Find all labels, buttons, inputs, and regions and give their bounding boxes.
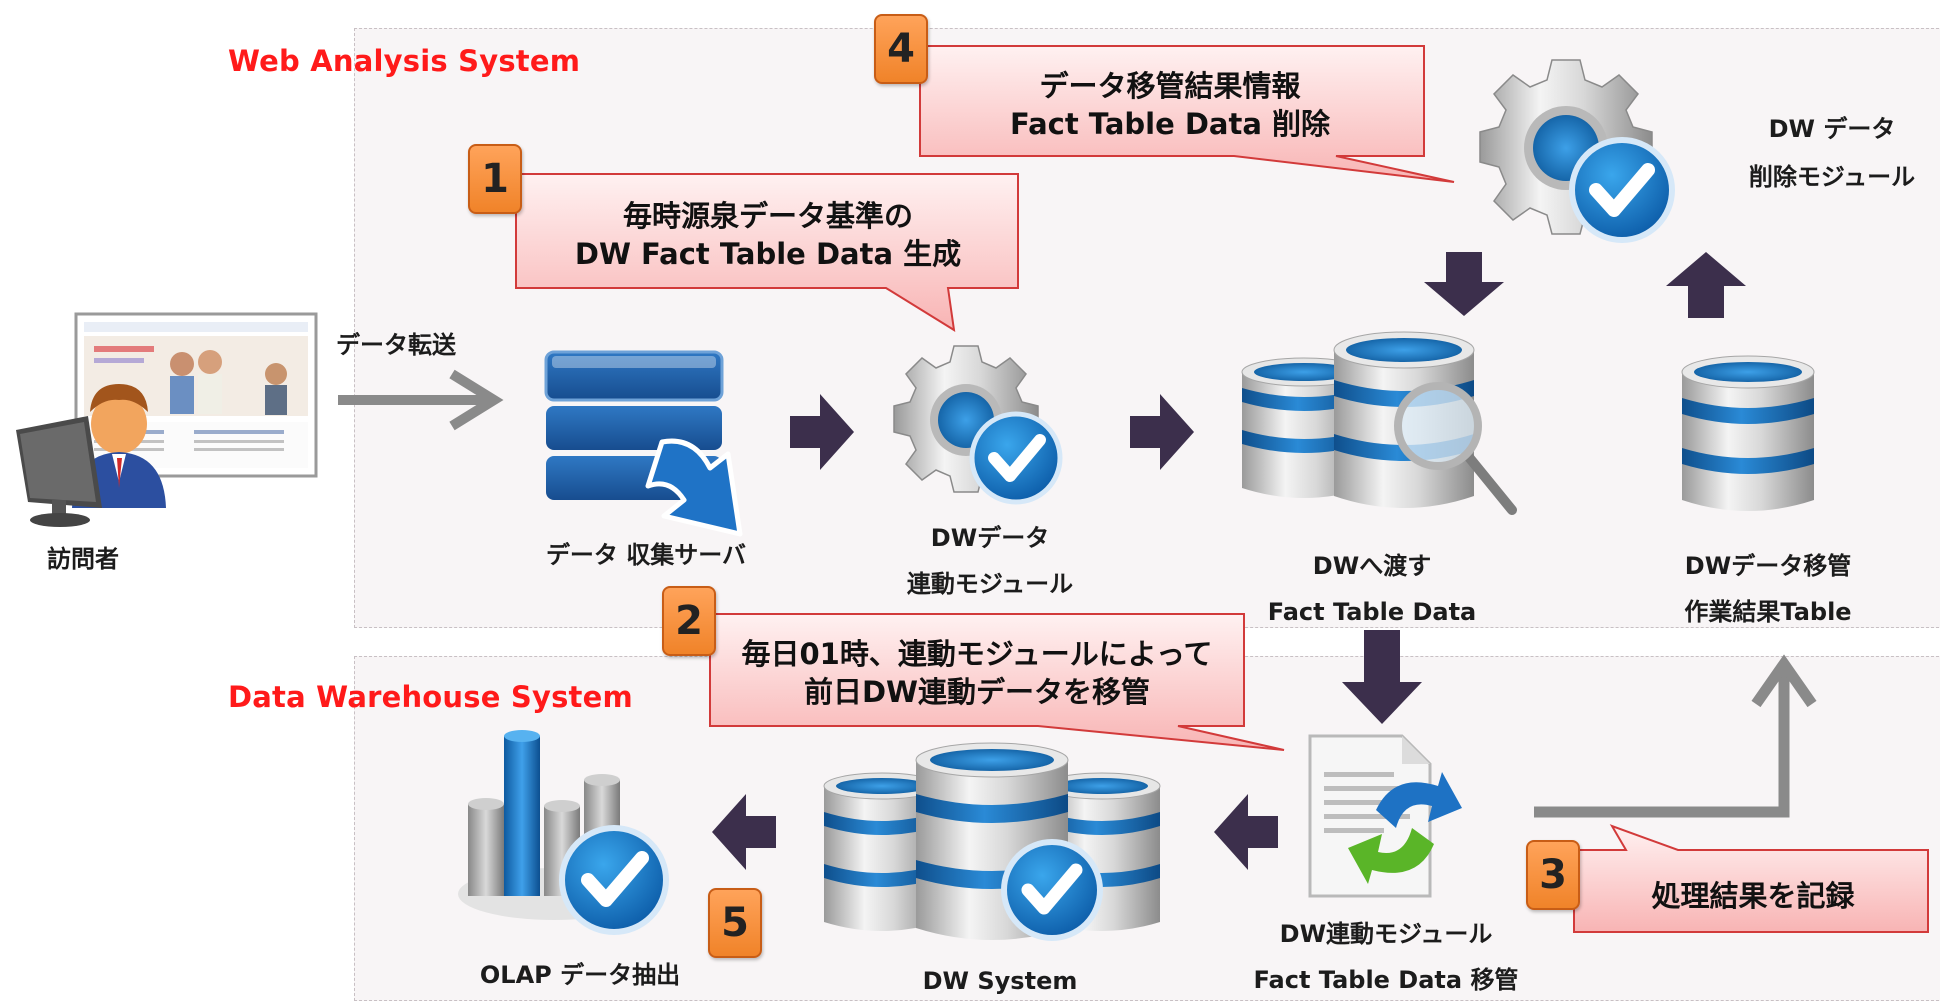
dw-migrate-label-2: Fact Table Data 移管: [1253, 966, 1519, 994]
dw-system-icon: [823, 742, 1161, 941]
callout-3-line-1: 処理結果を記録: [1651, 879, 1855, 913]
dw-link-module-icon: [893, 345, 1063, 505]
callout-1-bubble: [515, 173, 1019, 332]
transfer-label: データ転送: [336, 331, 456, 359]
step-4-badge: 4: [874, 14, 928, 84]
record-result-arrow: [1534, 654, 1817, 818]
result-table-db-icon: [1681, 355, 1815, 511]
data-warehouse-title: Data Warehouse System: [228, 680, 633, 714]
dw-migrate-label-1: DW連動モジュール: [1279, 920, 1493, 948]
dw-system-label: DW System: [922, 967, 1078, 995]
dw-migrate-module-icon: [1308, 734, 1462, 898]
olap-chart-icon: [458, 730, 669, 935]
collect-server-icon: [544, 350, 743, 537]
step-5-badge: 5: [708, 888, 762, 958]
flow-arrow-down-1: [1424, 252, 1504, 316]
step-1-badge: 1: [468, 144, 522, 214]
olap-label: OLAP データ抽出: [479, 961, 681, 989]
callout-1-line-2: DW Fact Table Data 生成: [574, 237, 962, 271]
transfer-arrow: [338, 369, 504, 431]
callout-2-line-1: 毎日01時、連動モジュールによって: [741, 637, 1213, 671]
flow-arrow-down-2: [1342, 630, 1422, 724]
dw-delete-module-icon: [1479, 59, 1675, 243]
flow-arrow-left-2: [712, 794, 776, 870]
flow-arrow-right-2: [1130, 394, 1194, 470]
callout-3-bubble: [1573, 824, 1929, 933]
callout-2-bubble: [709, 613, 1285, 751]
result-table-label-1: DWデータ移管: [1684, 552, 1852, 580]
dw-delete-module-label-2: 削除モジュール: [1748, 163, 1916, 191]
dw-link-module-label-1: DWデータ: [930, 524, 1050, 552]
step-3-badge: 3: [1526, 840, 1580, 910]
flow-arrow-right-1: [790, 394, 854, 470]
collect-server-label: データ 収集サーバ: [545, 541, 747, 569]
fact-table-db-icon: [1241, 331, 1517, 515]
flow-arrow-left-1: [1214, 794, 1278, 870]
dw-link-module-label-2: 連動モジュール: [906, 570, 1074, 598]
callout-4-line-2: Fact Table Data 削除: [1009, 107, 1331, 141]
visitor-label: 訪問者: [47, 545, 119, 573]
callout-4-bubble: [919, 45, 1455, 183]
flow-arrow-up-1: [1666, 252, 1746, 318]
fact-pass-label-2: Fact Table Data: [1267, 598, 1477, 626]
result-table-label-2: 作業結果Table: [1684, 598, 1852, 626]
callout-2-line-2: 前日DW連動データを移管: [803, 675, 1151, 709]
step-2-badge: 2: [662, 586, 716, 656]
dw-delete-module-label-1: DW データ: [1768, 115, 1896, 143]
visitor-icon: [16, 312, 318, 527]
callout-1-line-1: 毎時源泉データ基準の: [622, 199, 913, 233]
web-analysis-title: Web Analysis System: [228, 44, 581, 78]
fact-pass-label-1: DWへ渡す: [1312, 552, 1432, 580]
callout-4-line-1: データ移管結果情報: [1039, 69, 1301, 103]
